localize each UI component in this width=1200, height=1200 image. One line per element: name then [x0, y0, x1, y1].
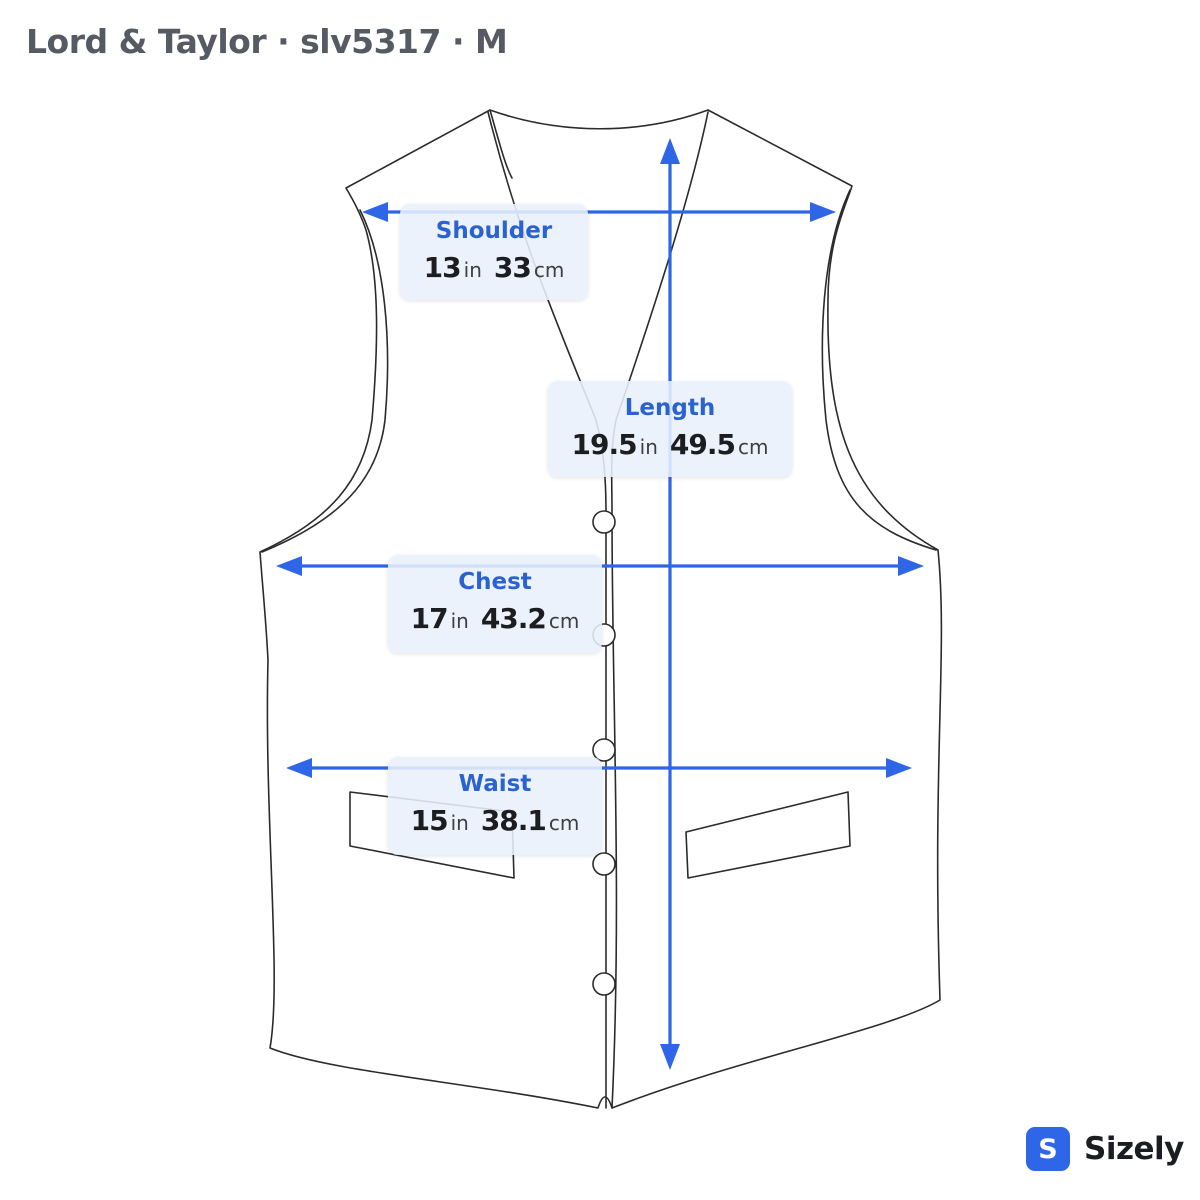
neck-back	[489, 109, 513, 179]
chest-arrowhead-left	[276, 556, 302, 576]
vest-body-outline	[259, 109, 943, 1109]
length-inches: 19.5	[571, 428, 638, 461]
inch-unit: in	[450, 811, 469, 835]
length-cm: 49.5	[669, 428, 736, 461]
sizely-logo-icon: S	[1026, 1127, 1070, 1171]
inch-unit: in	[639, 435, 658, 459]
shoulder-arrowhead-left	[362, 202, 388, 222]
length-arrowhead-top	[660, 138, 680, 164]
shoulder-inches: 13	[423, 251, 462, 284]
chest-inches: 17	[410, 602, 449, 635]
shoulder-cm: 33	[493, 251, 532, 284]
button	[592, 972, 616, 996]
button	[592, 510, 616, 534]
cm-unit: cm	[737, 435, 769, 459]
cm-unit: cm	[548, 609, 580, 633]
waist-inches: 15	[410, 804, 449, 837]
brand-badge: S Sizely	[1026, 1126, 1184, 1172]
left-armhole-inner	[261, 209, 389, 553]
inch-unit: in	[463, 258, 482, 282]
waist-arrowhead-right	[886, 758, 912, 778]
waist-arrowhead-left	[286, 758, 312, 778]
left-front-edge	[487, 111, 607, 1109]
waist-cm: 38.1	[480, 804, 547, 837]
right-armhole-inner	[821, 189, 937, 551]
cm-unit: cm	[548, 811, 580, 835]
cm-unit: cm	[533, 258, 565, 282]
length-label-name: Length	[624, 395, 716, 421]
chest-arrowhead-right	[898, 556, 924, 576]
length-arrowhead-bottom	[660, 1044, 680, 1070]
right-front-edge	[610, 111, 709, 1109]
shoulder-arrowhead-right	[810, 202, 836, 222]
right-pocket	[685, 791, 851, 879]
page-title: Lord & Taylor · slv5317 · M	[26, 22, 508, 61]
chest-cm: 43.2	[480, 602, 547, 635]
brand-name: Sizely	[1084, 1131, 1184, 1167]
vest-outline	[259, 109, 943, 1109]
shoulder-label-name: Shoulder	[435, 218, 553, 244]
waist-label-name: Waist	[458, 771, 532, 797]
chest-label-name: Chest	[458, 569, 532, 595]
button	[592, 738, 616, 762]
inch-unit: in	[450, 609, 469, 633]
button	[592, 852, 616, 876]
